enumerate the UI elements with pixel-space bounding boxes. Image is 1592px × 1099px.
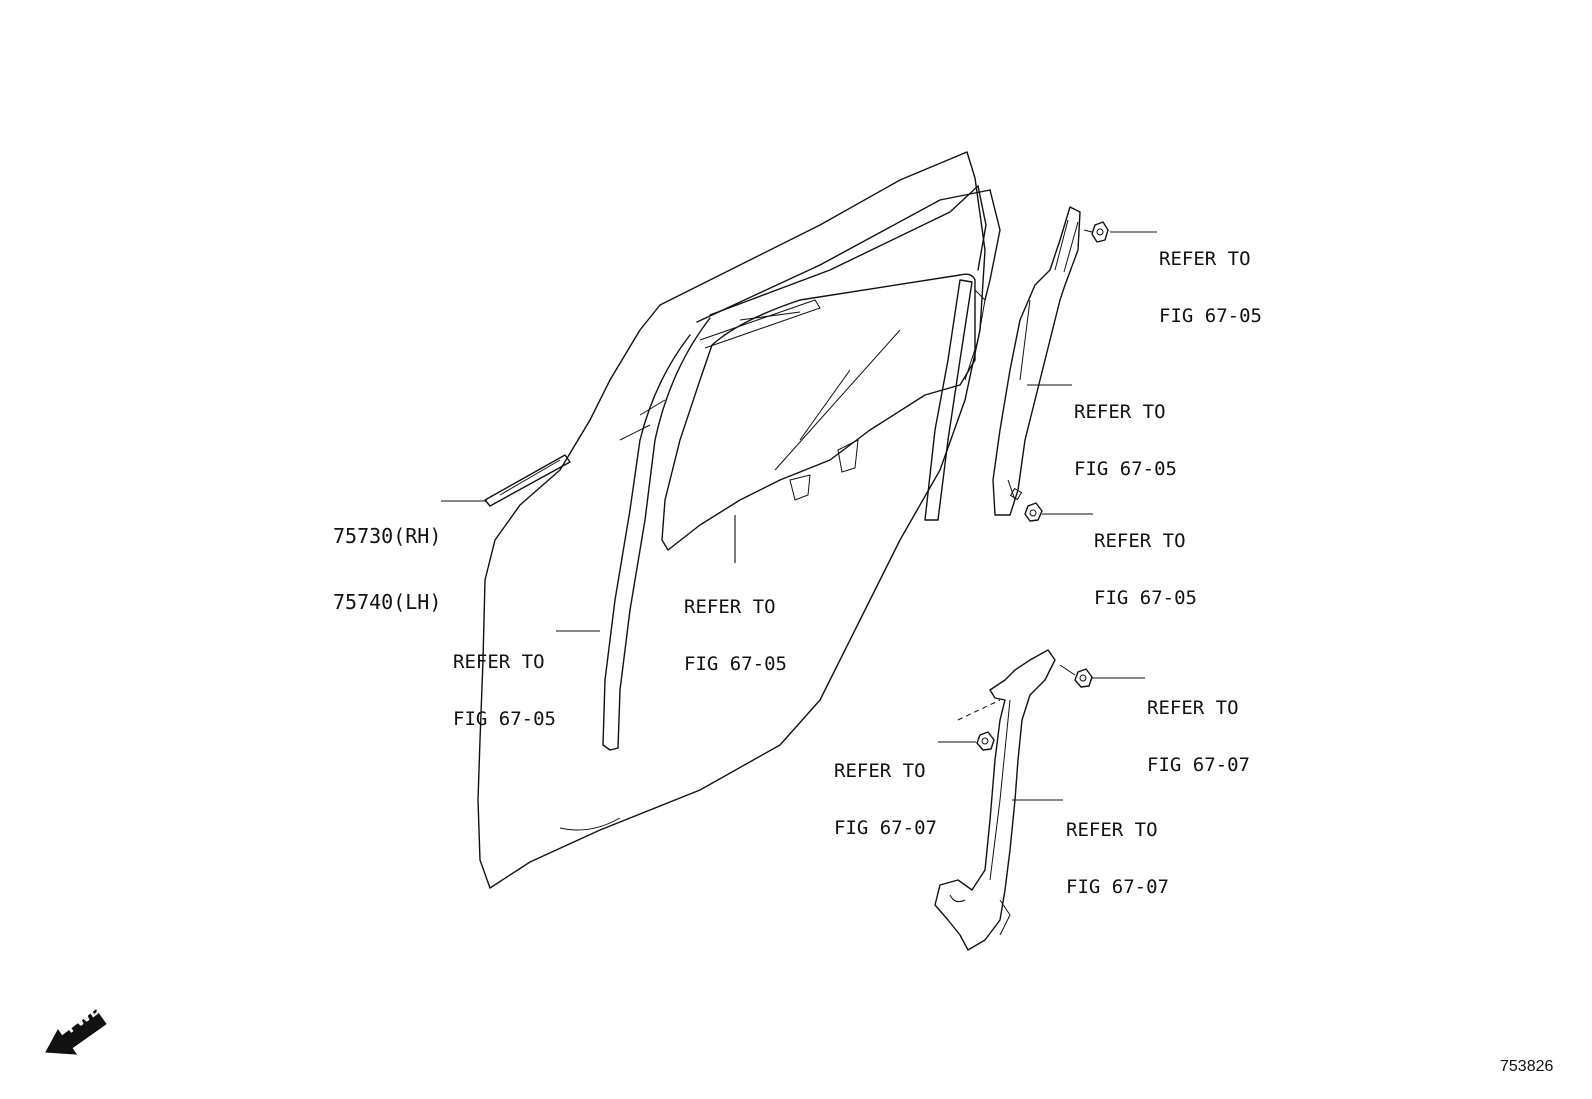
- rear-run-channel: [924, 279, 986, 521]
- ref-line2: FIG 67-05: [684, 653, 787, 675]
- part-number-lh: 75740(LH): [333, 590, 442, 614]
- ref-channel-bolt-top: REFER TO FIG 67-05: [1159, 212, 1262, 345]
- ref-line2: FIG 67-05: [1159, 305, 1262, 327]
- regulator-bolt-left: [957, 699, 1001, 751]
- ref-channel-bolt-bottom: REFER TO FIG 67-05: [1094, 494, 1197, 627]
- ref-line2: FIG 67-07: [1066, 876, 1169, 898]
- part-number-rh: 75730(RH): [333, 524, 442, 548]
- ref-line1: REFER TO: [1074, 401, 1166, 423]
- ref-line2: FIG 67-07: [834, 817, 937, 839]
- ref-door-frame: REFER TO FIG 67-05: [453, 615, 556, 748]
- ref-line2: FIG 67-05: [453, 708, 556, 730]
- ref-line2: FIG 67-05: [1074, 458, 1177, 480]
- ref-line2: FIG 67-07: [1147, 754, 1250, 776]
- ref-line1: REFER TO: [684, 596, 776, 618]
- ref-line1: REFER TO: [1094, 530, 1186, 552]
- leader-lines: [441, 231, 1157, 801]
- bolt-top: [1083, 221, 1109, 243]
- division-bar: [992, 206, 1081, 516]
- bolt-bottom: [1024, 502, 1043, 522]
- ref-line1: REFER TO: [1066, 819, 1158, 841]
- ref-regulator-bolt-right: REFER TO FIG 67-07: [1147, 661, 1250, 794]
- fwd-arrow-icon: [45, 1009, 107, 1055]
- door-panel: [477, 151, 986, 889]
- figure-number: 753826: [1500, 1058, 1554, 1075]
- ref-regulator-bolt-left: REFER TO FIG 67-07: [834, 724, 937, 857]
- ref-line1: REFER TO: [1159, 248, 1251, 270]
- ref-channel: REFER TO FIG 67-05: [1074, 365, 1177, 498]
- ref-regulator: REFER TO FIG 67-07: [1066, 783, 1169, 916]
- ref-line2: FIG 67-05: [1094, 587, 1197, 609]
- door-frame: [602, 185, 1001, 751]
- door-glass: [661, 273, 976, 551]
- part-number-label: 75730(RH) 75740(LH): [333, 481, 441, 635]
- ref-line1: REFER TO: [453, 651, 545, 673]
- belt-moulding: [484, 454, 571, 507]
- ref-glass: REFER TO FIG 67-05: [684, 560, 787, 693]
- ref-line1: REFER TO: [1147, 697, 1239, 719]
- ref-line1: REFER TO: [834, 760, 926, 782]
- window-regulator: [934, 649, 1056, 951]
- regulator-bolt-right: [1059, 664, 1093, 688]
